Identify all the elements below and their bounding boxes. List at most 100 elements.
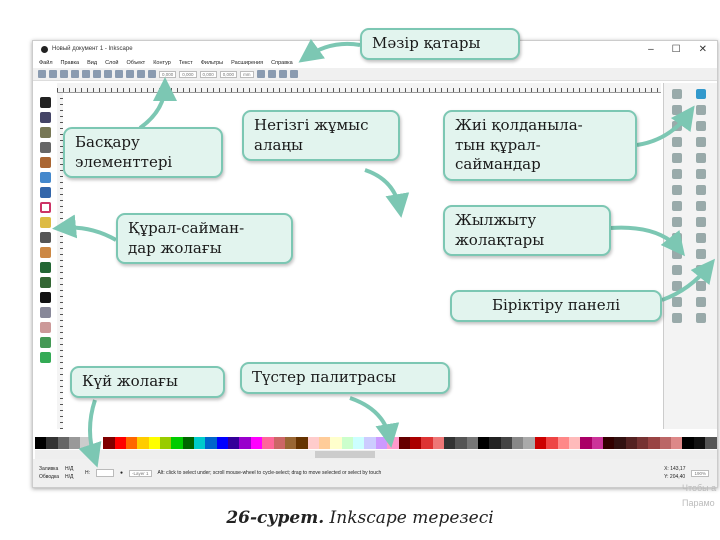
redo-icon[interactable] xyxy=(672,201,682,211)
palette-swatch[interactable] xyxy=(159,437,172,449)
import-icon[interactable] xyxy=(672,153,682,163)
rotate-ccw-icon[interactable] xyxy=(71,70,79,78)
3d-box-tool-icon[interactable] xyxy=(39,187,51,198)
unit-select[interactable]: mm xyxy=(240,70,254,78)
palette-swatch[interactable] xyxy=(284,437,297,449)
palette-swatch[interactable] xyxy=(273,437,285,449)
palette-swatch[interactable] xyxy=(602,437,615,449)
palette-swatch[interactable] xyxy=(216,437,229,449)
zoom-selection-icon[interactable] xyxy=(672,233,682,243)
snap-page-icon[interactable] xyxy=(696,281,706,291)
palette-swatch[interactable] xyxy=(239,437,251,449)
palette-swatch[interactable] xyxy=(580,437,592,449)
snap-corners-icon[interactable] xyxy=(696,137,706,147)
height-input[interactable]: 0,000 xyxy=(219,70,238,78)
palette-swatch[interactable] xyxy=(137,437,149,449)
palette-swatch[interactable] xyxy=(57,437,70,449)
snap-guide-icon[interactable] xyxy=(696,313,706,323)
palette-swatch[interactable] xyxy=(69,437,81,449)
new-document-icon[interactable] xyxy=(672,89,682,99)
select-all-icon[interactable] xyxy=(38,70,46,78)
spray-tool-icon[interactable] xyxy=(39,307,51,318)
palette-swatch[interactable] xyxy=(307,437,319,449)
eraser-tool-icon[interactable] xyxy=(39,322,51,333)
menu-filters[interactable]: Фильтры xyxy=(200,59,224,66)
menu-view[interactable]: Вид xyxy=(87,59,98,66)
palette-swatch[interactable] xyxy=(364,437,376,449)
snap-intersections-icon[interactable] xyxy=(696,185,706,195)
width-input[interactable]: 0,000 xyxy=(199,70,217,78)
palette-swatch[interactable] xyxy=(659,437,672,449)
palette-swatch[interactable] xyxy=(114,437,126,449)
palette-swatch[interactable] xyxy=(432,437,444,449)
zoom-tool-icon[interactable] xyxy=(39,142,51,153)
menu-file[interactable]: Файл xyxy=(39,59,53,66)
spiral-tool-icon[interactable] xyxy=(39,232,51,243)
palette-swatch[interactable] xyxy=(557,437,569,449)
palette-swatch[interactable] xyxy=(125,437,138,449)
selector-tool-icon[interactable] xyxy=(39,97,51,108)
tweak-tool-icon[interactable] xyxy=(39,127,51,138)
fill-value[interactable]: Н/Д xyxy=(65,466,74,472)
transform-pattern-icon[interactable] xyxy=(289,70,298,78)
snap-midpoints-icon[interactable] xyxy=(696,233,706,243)
palette-swatch[interactable] xyxy=(182,437,195,449)
xml-editor-icon[interactable] xyxy=(672,313,682,323)
snap-paths-icon[interactable] xyxy=(696,169,706,179)
gradient-tool-icon[interactable] xyxy=(39,352,51,363)
palette-swatch[interactable] xyxy=(148,437,160,449)
palette-swatch[interactable] xyxy=(648,437,660,449)
palette-swatch[interactable] xyxy=(512,437,524,449)
palette-swatch[interactable] xyxy=(103,437,115,449)
open-icon[interactable] xyxy=(672,105,682,115)
palette-swatch[interactable] xyxy=(466,437,479,449)
calligraphy-tool-icon[interactable] xyxy=(39,277,51,288)
palette-swatch[interactable] xyxy=(478,437,490,449)
palette-swatch[interactable] xyxy=(682,437,694,449)
snap-center-icon[interactable] xyxy=(696,249,706,259)
palette-swatch[interactable] xyxy=(671,437,683,449)
palette-swatch[interactable] xyxy=(330,437,342,449)
snap-bbox-icon[interactable] xyxy=(696,105,706,115)
y-input[interactable]: 0,000 xyxy=(179,70,197,78)
scrollbar-thumb[interactable] xyxy=(315,451,375,458)
copy-icon[interactable] xyxy=(672,217,682,227)
group-icon[interactable] xyxy=(672,297,682,307)
opacity-input[interactable] xyxy=(96,469,114,477)
close-button[interactable]: ✕ xyxy=(698,44,707,55)
text-tool-icon[interactable] xyxy=(39,292,51,303)
node-tool-icon[interactable] xyxy=(39,112,51,123)
palette-swatch[interactable] xyxy=(194,437,206,449)
layer-select[interactable]: -Layer 1 xyxy=(129,469,152,477)
palette-swatch[interactable] xyxy=(46,437,58,449)
transform-gradient-icon[interactable] xyxy=(278,70,287,78)
menu-extensions[interactable]: Расширения xyxy=(231,59,264,66)
ellipse-tool-icon[interactable] xyxy=(39,202,51,213)
measure-tool-icon[interactable] xyxy=(39,157,51,168)
maximize-button[interactable]: ☐ xyxy=(671,44,681,55)
palette-swatch[interactable] xyxy=(693,437,706,449)
palette-swatch[interactable] xyxy=(375,437,388,449)
palette-swatch[interactable] xyxy=(398,437,410,449)
zoom-drawing-icon[interactable] xyxy=(672,249,682,259)
snap-edges-icon[interactable] xyxy=(696,121,706,131)
palette-swatch[interactable] xyxy=(534,437,547,449)
flip-horizontal-icon[interactable] xyxy=(93,70,101,78)
snap-smooth-icon[interactable] xyxy=(696,217,706,227)
lower-bottom-icon[interactable] xyxy=(148,70,156,78)
horizontal-scrollbar[interactable] xyxy=(35,450,717,459)
palette-swatch[interactable] xyxy=(228,437,240,449)
palette-swatch[interactable] xyxy=(35,437,47,449)
menu-help[interactable]: Справка xyxy=(271,59,293,66)
palette-swatch[interactable] xyxy=(353,437,365,449)
snap-toggle-icon[interactable] xyxy=(696,89,706,99)
print-icon[interactable] xyxy=(672,137,682,147)
lower-icon[interactable] xyxy=(137,70,145,78)
palette-swatch[interactable] xyxy=(421,437,433,449)
palette-swatch[interactable] xyxy=(614,437,626,449)
palette-swatch[interactable] xyxy=(80,437,92,449)
palette-swatch[interactable] xyxy=(546,437,558,449)
menu-object[interactable]: Объект xyxy=(126,59,146,66)
palette-swatch[interactable] xyxy=(409,437,422,449)
snap-grid-icon[interactable] xyxy=(696,297,706,307)
